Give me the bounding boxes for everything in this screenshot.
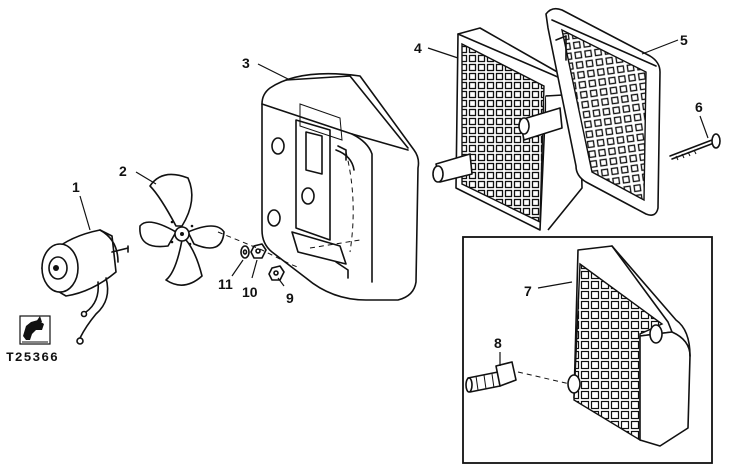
fan-blade (139, 173, 225, 286)
callout-5: 5 (680, 32, 688, 48)
callout-9: 9 (286, 290, 294, 306)
screw (669, 133, 721, 161)
leader-lines (79, 39, 709, 366)
callout-8: 8 (494, 335, 502, 351)
callout-7: 7 (524, 283, 532, 299)
callout-3: 3 (242, 55, 250, 71)
callout-10: 10 (242, 284, 258, 300)
heater-core-inset (567, 245, 691, 447)
nut-item-11 (240, 245, 250, 259)
callout-6: 6 (695, 99, 703, 115)
callout-2: 2 (119, 163, 127, 179)
assembly-dash-line (217, 231, 301, 269)
heater-housing (261, 72, 420, 301)
callout-11: 11 (218, 276, 233, 292)
reference-code: T25366 (6, 350, 59, 365)
callout-4: 4 (414, 40, 422, 56)
heater-core (432, 27, 583, 231)
washer-item-9 (268, 265, 285, 281)
hose-fitting (465, 361, 517, 393)
front-grille (545, 7, 661, 216)
deere-logo-icon (19, 315, 51, 345)
callout-1: 1 (72, 179, 80, 195)
blower-motor (41, 229, 129, 345)
